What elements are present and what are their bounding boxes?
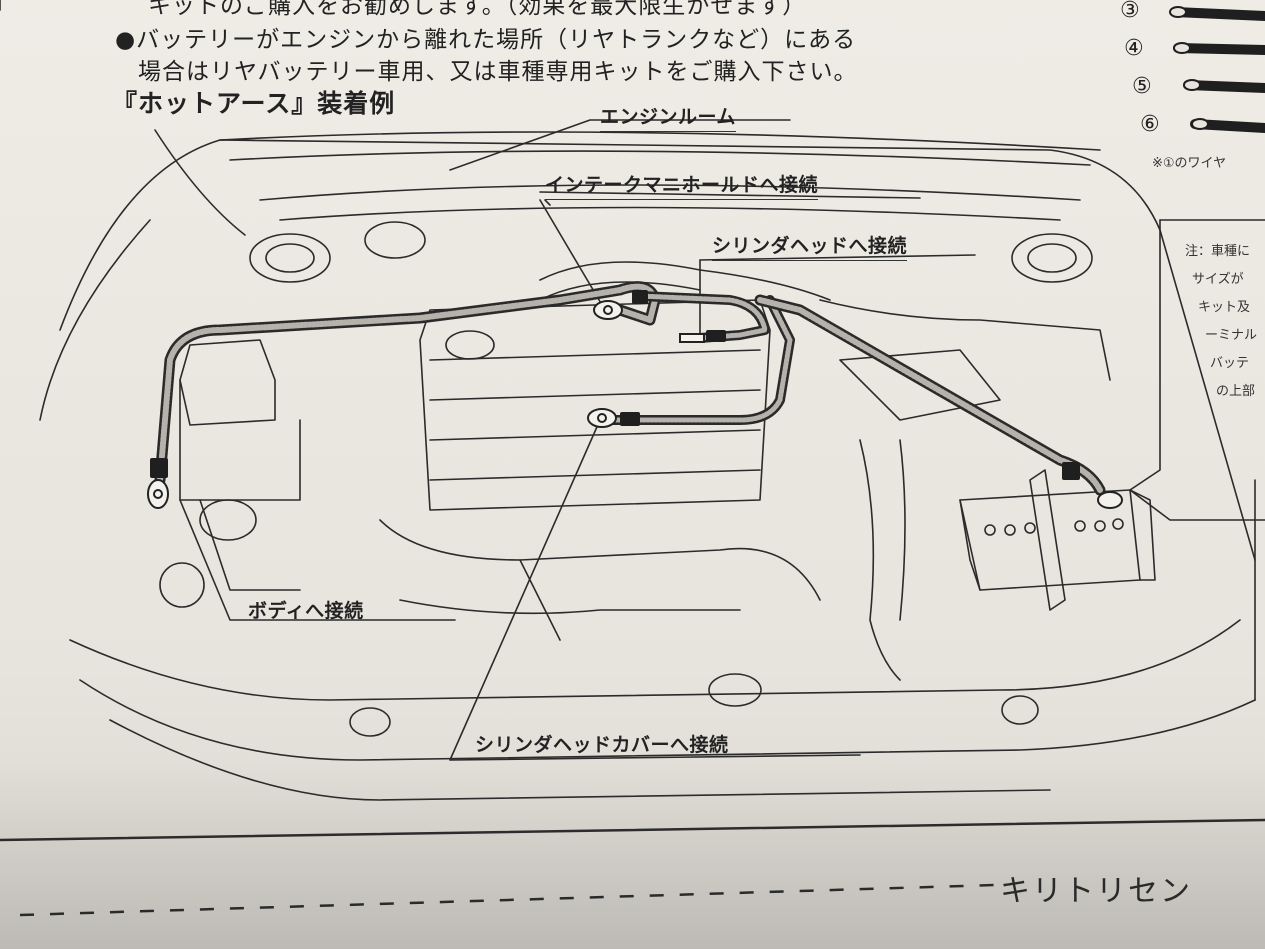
side-box-line-1: サイズが: [1192, 272, 1244, 287]
list-number-5: ⑤: [1132, 74, 1152, 99]
intro-line-0: キットのご購入をお勧めします。（効果を最大限生かせます）: [148, 0, 807, 19]
section-title: 『ホットアース』装着例: [112, 89, 396, 118]
intro-line-2: 場合はリヤバッテリー車用、又は車種専用キットをご購入下さい。: [138, 59, 858, 85]
list-number-4: ④: [1124, 36, 1144, 61]
intro-line-1: ●バッテリーがエンジンから離れた場所（リヤトランクなど）にある: [115, 27, 857, 53]
list-footnote: ※①のワイヤ: [1152, 156, 1227, 171]
side-box-line-2: キット及: [1198, 300, 1251, 315]
side-box-line-3: ーミナル: [1205, 328, 1258, 343]
side-box-line-5: の上部: [1216, 384, 1256, 399]
label-engine-room: エンジンルーム: [600, 102, 736, 132]
side-box-line-0: 注：車種に: [1185, 244, 1251, 259]
label-cylinder-head: シリンダヘッドへ接続: [712, 231, 908, 261]
label-intake-manifold: インテークマニホールドへ接続: [545, 170, 819, 200]
side-box-line-4: バッテ: [1210, 356, 1250, 371]
label-cylinder-head-cover: シリンダヘッドカバーへ接続: [475, 734, 729, 756]
list-number-3: ③: [1120, 0, 1140, 23]
bottom-shadow: [0, 760, 1265, 949]
cut-line-text: キリトリセン: [1000, 874, 1192, 909]
label-body: ボディへ接続: [248, 600, 364, 622]
list-number-6: ⑥: [1140, 112, 1160, 137]
